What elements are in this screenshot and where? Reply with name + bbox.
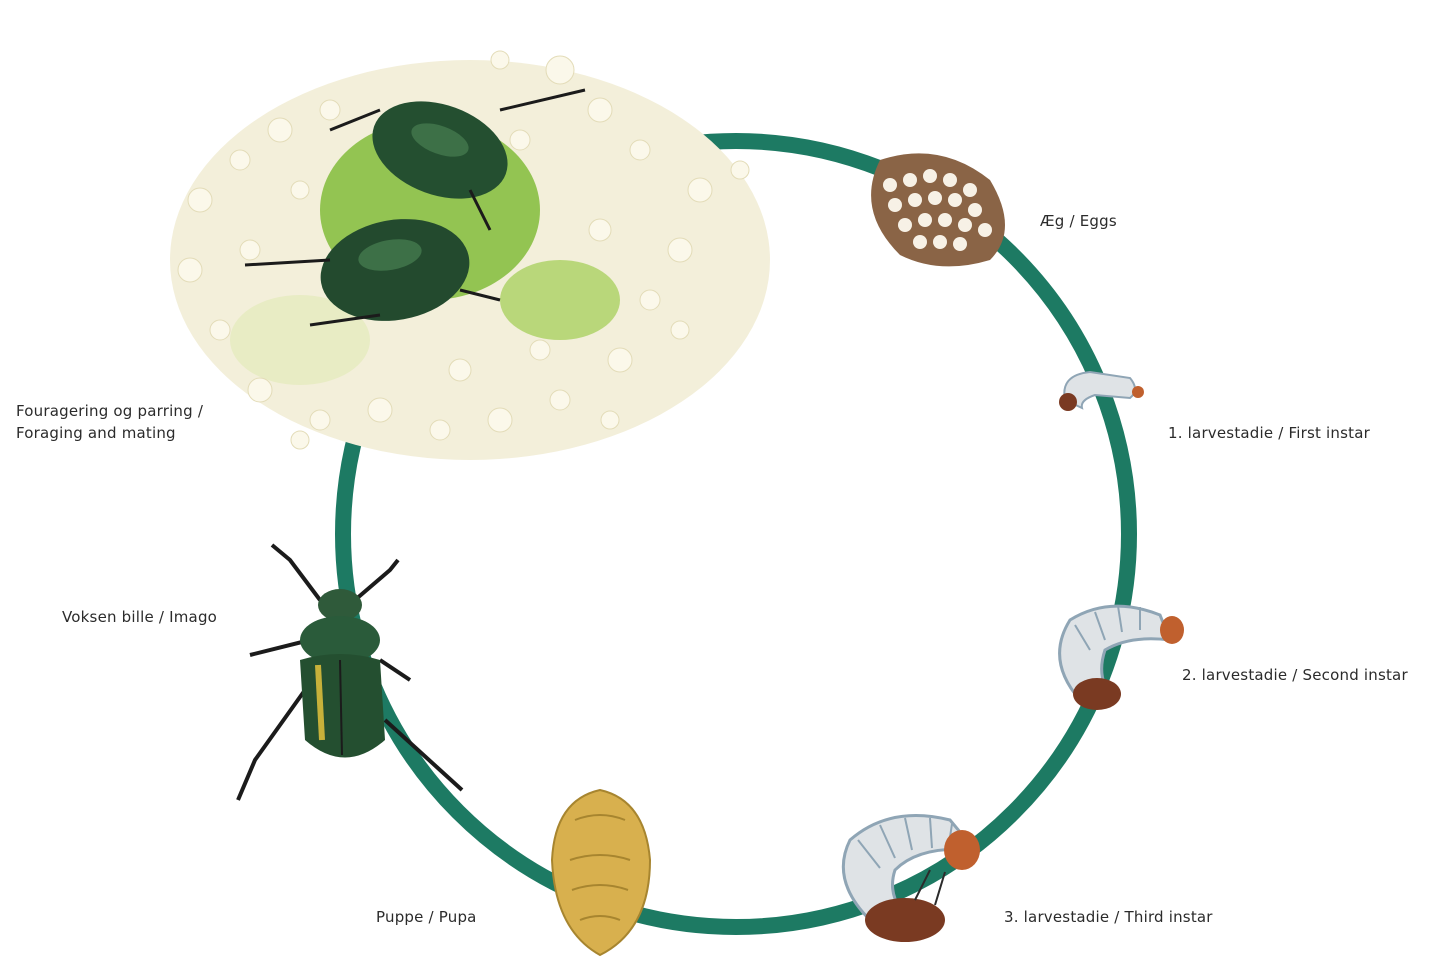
- second-instar-label: 2. larvestadie / Second instar: [1182, 664, 1408, 686]
- second-instar-larva-illustration: [1060, 606, 1184, 710]
- first-instar-text: 1. larvestadie / First instar: [1168, 422, 1370, 444]
- foraging-text-line2: Foraging and mating: [16, 422, 203, 444]
- eggs-label: Æg / Eggs: [1040, 210, 1117, 232]
- third-instar-text: 3. larvestadie / Third instar: [1004, 906, 1213, 928]
- eggs-illustration: [871, 153, 1005, 266]
- pupa-illustration: [552, 790, 650, 955]
- pupa-text: Puppe / Pupa: [376, 906, 477, 928]
- foraging-label: Fouragering og parring / Foraging and ma…: [16, 400, 203, 444]
- flower-cluster-illustration: [170, 51, 770, 460]
- eggs-text: Æg / Eggs: [1040, 210, 1117, 232]
- second-instar-text: 2. larvestadie / Second instar: [1182, 664, 1408, 686]
- pupa-label: Puppe / Pupa: [376, 906, 477, 928]
- first-instar-label: 1. larvestadie / First instar: [1168, 422, 1370, 444]
- imago-text: Voksen bille / Imago: [62, 606, 217, 628]
- imago-label: Voksen bille / Imago: [62, 606, 217, 628]
- third-instar-label: 3. larvestadie / Third instar: [1004, 906, 1213, 928]
- foraging-text-line1: Fouragering og parring /: [16, 400, 203, 422]
